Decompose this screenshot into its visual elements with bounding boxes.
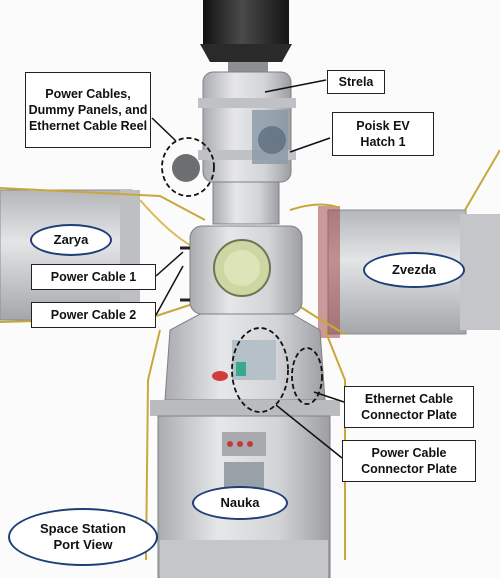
oval-nauka: Nauka bbox=[192, 486, 288, 520]
oval-zarya: Zarya bbox=[30, 224, 112, 256]
leader-strela bbox=[264, 79, 327, 93]
oval-zvezda: Zvezda bbox=[363, 252, 465, 288]
leader-power-cable-2 bbox=[155, 265, 184, 316]
leader-power-plate bbox=[275, 404, 343, 459]
soyuz-module bbox=[200, 0, 292, 74]
label-strela: Strela bbox=[327, 70, 385, 94]
zvezda-module bbox=[289, 149, 500, 338]
leader-power-cable-1 bbox=[155, 251, 184, 277]
dashed-ellipse-power-plate bbox=[231, 327, 289, 413]
oval-space-station-port-view: Space Station Port View bbox=[8, 508, 158, 566]
leader-ethernet-plate bbox=[313, 391, 345, 403]
leader-cable-reel bbox=[151, 117, 177, 142]
label-power-cable-2: Power Cable 2 bbox=[31, 302, 156, 328]
label-power-plate: Power Cable Connector Plate bbox=[342, 440, 476, 482]
dashed-ellipse-cable-reel bbox=[161, 137, 215, 197]
label-power-cable-1: Power Cable 1 bbox=[31, 264, 156, 290]
leader-poisk bbox=[289, 137, 331, 153]
upper-node bbox=[172, 71, 296, 225]
label-ethernet-plate: Ethernet Cable Connector Plate bbox=[344, 386, 474, 428]
dashed-ellipse-ethernet-plate bbox=[291, 347, 323, 405]
label-power-cables-reel: Power Cables, Dummy Panels, and Ethernet… bbox=[25, 72, 151, 148]
label-poisk-ev-hatch: Poisk EV Hatch 1 bbox=[332, 112, 434, 156]
central-node bbox=[180, 225, 303, 315]
